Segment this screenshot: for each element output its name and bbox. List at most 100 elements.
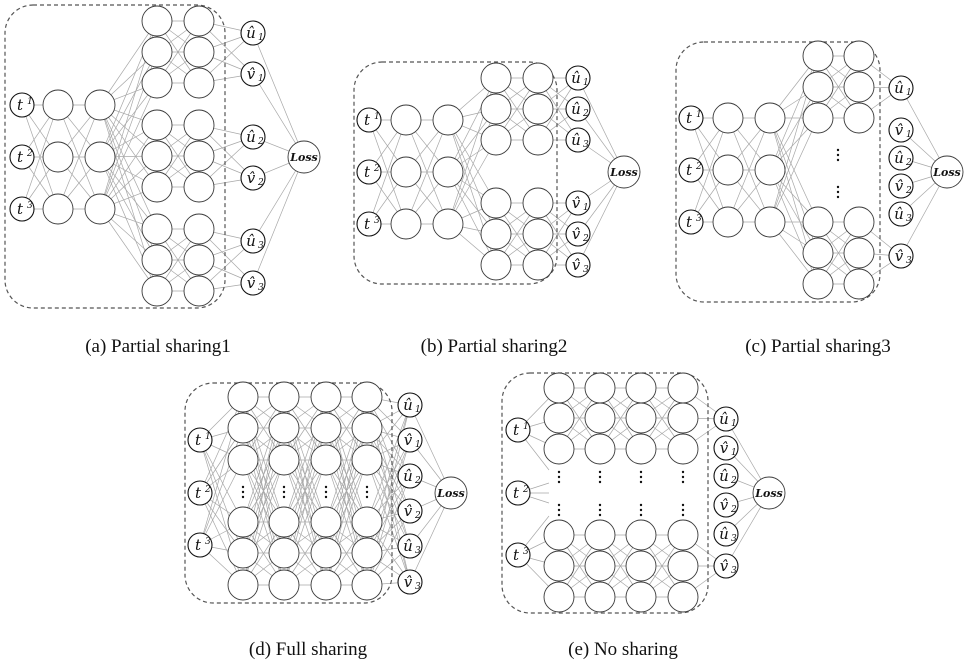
- ellipsis-dot: [324, 485, 328, 489]
- hidden-node: [584, 550, 616, 582]
- ellipsis-dot: [598, 480, 602, 484]
- edge: [447, 77, 497, 173]
- ellipsis-dot: [639, 475, 643, 479]
- hidden-node: [625, 433, 657, 465]
- edge: [99, 51, 158, 158]
- edge: [252, 32, 305, 158]
- hidden-node: [667, 550, 699, 582]
- edge: [366, 459, 411, 547]
- hidden-node: [227, 569, 259, 601]
- ellipsis-dot: [836, 148, 840, 152]
- input-node-t3-label: t: [513, 546, 520, 564]
- input-node-t2: [505, 480, 531, 506]
- hidden-node: [625, 402, 657, 434]
- hidden-node: [183, 5, 215, 37]
- hidden-node: [480, 249, 512, 281]
- hidden-node: [268, 412, 300, 444]
- hidden-node: [625, 519, 657, 551]
- input-node-t3-index: 3: [696, 214, 702, 224]
- hidden-node: [183, 244, 215, 276]
- output-node-4-label: v̂: [572, 194, 581, 212]
- output-node-1: [240, 20, 266, 46]
- input-node-t3: [187, 532, 213, 558]
- output-node-5-index: 2: [582, 234, 589, 244]
- hidden-node: [141, 140, 173, 172]
- input-node-t1-label: t: [195, 431, 202, 449]
- hidden-node: [802, 206, 834, 238]
- edge: [447, 139, 497, 225]
- hidden-node: [183, 213, 215, 245]
- hidden-node: [183, 171, 215, 203]
- output-node-3-label: û: [246, 128, 256, 146]
- output-node-5: [713, 521, 739, 547]
- input-node-t2-label: t: [17, 148, 24, 166]
- hidden-node: [543, 433, 575, 465]
- hidden-node: [843, 237, 875, 269]
- output-node-3-index: 2: [730, 476, 737, 486]
- input-node-t2: [678, 157, 704, 183]
- hidden-node: [351, 569, 383, 601]
- loss-label: Loss: [609, 166, 637, 179]
- hidden-node: [310, 412, 342, 444]
- output-node-2: [397, 427, 423, 453]
- hidden-node: [754, 206, 786, 238]
- ellipsis-dot: [681, 470, 685, 474]
- output-node-2-index: 1: [258, 74, 264, 84]
- output-node-2-index: 1: [415, 440, 421, 450]
- loss-node: [434, 476, 468, 510]
- output-node-4-label: v̂: [720, 496, 729, 514]
- hidden-node: [667, 519, 699, 551]
- output-node-1-index: 1: [583, 78, 589, 88]
- ellipsis-dot: [681, 475, 685, 479]
- hidden-node: [843, 268, 875, 300]
- output-node-5: [888, 201, 914, 227]
- ellipsis-dot: [282, 495, 286, 499]
- edge: [199, 396, 244, 494]
- hidden-node: [480, 62, 512, 94]
- hidden-node: [584, 402, 616, 434]
- ellipsis-dot: [557, 508, 561, 512]
- ellipsis-dot: [598, 470, 602, 474]
- ellipsis-dot: [681, 508, 685, 512]
- ellipsis-dot: [681, 503, 685, 507]
- ellipsis-dot: [282, 485, 286, 489]
- hidden-node: [802, 268, 834, 300]
- hidden-node: [667, 402, 699, 434]
- input-node-t2-label: t: [686, 161, 693, 179]
- output-node-6-index: 3: [731, 566, 737, 576]
- output-node-3-index: 3: [583, 140, 589, 150]
- hidden-node: [310, 569, 342, 601]
- input-node-t3-index: 3: [27, 201, 33, 211]
- caption-a: (a) Partial sharing1: [85, 336, 231, 357]
- output-node-5: [397, 533, 423, 559]
- hidden-node: [625, 581, 657, 613]
- ellipsis-dot: [282, 490, 286, 494]
- hidden-node: [432, 104, 464, 136]
- input-node-t1-index: 1: [523, 422, 529, 432]
- edge: [769, 169, 819, 254]
- ellipsis-dot: [836, 190, 840, 194]
- hidden-node: [268, 506, 300, 538]
- hidden-node: [84, 89, 116, 121]
- edge: [99, 82, 158, 158]
- hidden-node: [522, 93, 554, 125]
- hidden-node: [141, 171, 173, 203]
- output-node-6: [888, 243, 914, 269]
- caption-b: (b) Partial sharing2: [421, 336, 568, 357]
- hidden-node: [390, 104, 422, 136]
- hidden-node: [268, 444, 300, 476]
- input-node-t2-index: 2: [204, 485, 211, 495]
- hidden-node: [522, 249, 554, 281]
- loss-label: Loss: [289, 151, 317, 164]
- ellipsis-dot: [639, 480, 643, 484]
- output-node-3: [397, 463, 423, 489]
- hidden-node: [310, 381, 342, 413]
- output-node-1-index: 1: [906, 88, 912, 98]
- output-node-2-index: 1: [731, 448, 737, 458]
- input-node-t3: [505, 542, 531, 568]
- edge: [252, 156, 305, 284]
- input-node-t1: [678, 105, 704, 131]
- ellipsis-dot: [241, 485, 245, 489]
